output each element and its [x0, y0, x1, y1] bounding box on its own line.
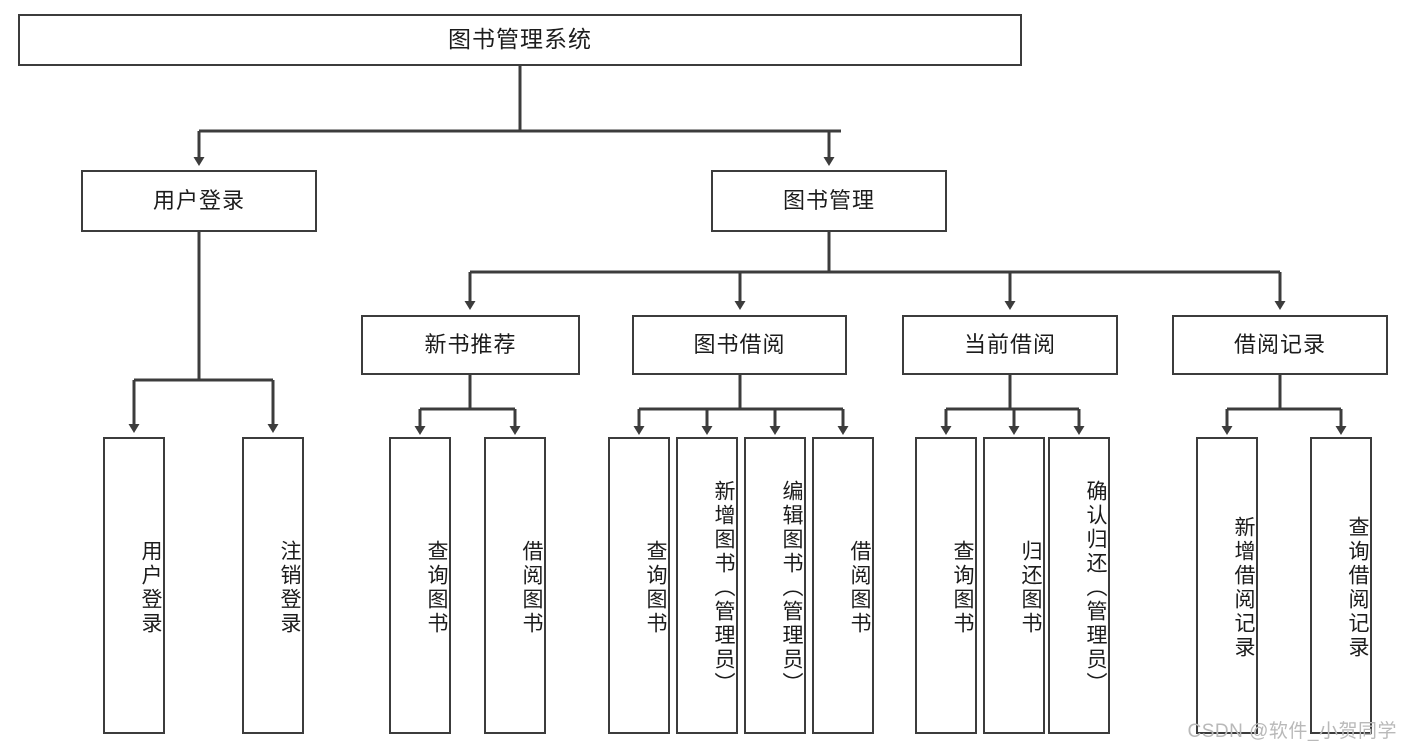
leaf-user-login[interactable]: 用户登录 [103, 437, 165, 734]
leaf-label: 借阅图书 [848, 539, 871, 636]
node-borrow-record[interactable]: 借阅记录 [1172, 315, 1388, 375]
leaf-label: 查询借阅记录 [1346, 515, 1369, 660]
leaf-return-book[interactable]: 归还图书 [983, 437, 1045, 734]
leaf-query-book-recommend[interactable]: 查询图书 [389, 437, 451, 734]
leaf-add-book-admin[interactable]: 新增图书（管理员） [676, 437, 738, 734]
leaf-label: 归还图书 [1019, 539, 1042, 636]
leaf-label: 查询图书 [425, 539, 448, 636]
leaf-edit-book-admin[interactable]: 编辑图书（管理员） [744, 437, 806, 734]
node-user-login[interactable]: 用户登录 [81, 170, 317, 232]
node-current-borrow[interactable]: 当前借阅 [902, 315, 1118, 375]
leaf-add-borrow-record[interactable]: 新增借阅记录 [1196, 437, 1258, 734]
leaf-label: 查询图书 [951, 539, 974, 636]
leaf-label: 查询图书 [644, 539, 667, 636]
leaf-label: 确认归还（管理员） [1084, 479, 1107, 696]
csdn-watermark: CSDN @软件_小贺同学 [1187, 721, 1397, 742]
leaf-query-book-borrow[interactable]: 查询图书 [608, 437, 670, 734]
leaf-label: 新增图书（管理员） [712, 479, 735, 696]
node-book-borrow[interactable]: 图书借阅 [632, 315, 847, 375]
leaf-confirm-return-admin[interactable]: 确认归还（管理员） [1048, 437, 1110, 734]
leaf-query-borrow-record[interactable]: 查询借阅记录 [1310, 437, 1372, 734]
leaf-label: 用户登录 [139, 539, 162, 636]
leaf-label: 编辑图书（管理员） [780, 479, 803, 696]
leaf-label: 注销登录 [278, 539, 301, 636]
leaf-label: 借阅图书 [520, 539, 543, 636]
leaf-borrow-book[interactable]: 借阅图书 [812, 437, 874, 734]
leaf-query-book-current[interactable]: 查询图书 [915, 437, 977, 734]
leaf-label: 新增借阅记录 [1232, 515, 1255, 660]
node-root-book-management-system[interactable]: 图书管理系统 [18, 14, 1022, 66]
node-new-book-recommend[interactable]: 新书推荐 [361, 315, 580, 375]
node-book-management[interactable]: 图书管理 [711, 170, 947, 232]
leaf-borrow-book-recommend[interactable]: 借阅图书 [484, 437, 546, 734]
leaf-logout-login[interactable]: 注销登录 [242, 437, 304, 734]
